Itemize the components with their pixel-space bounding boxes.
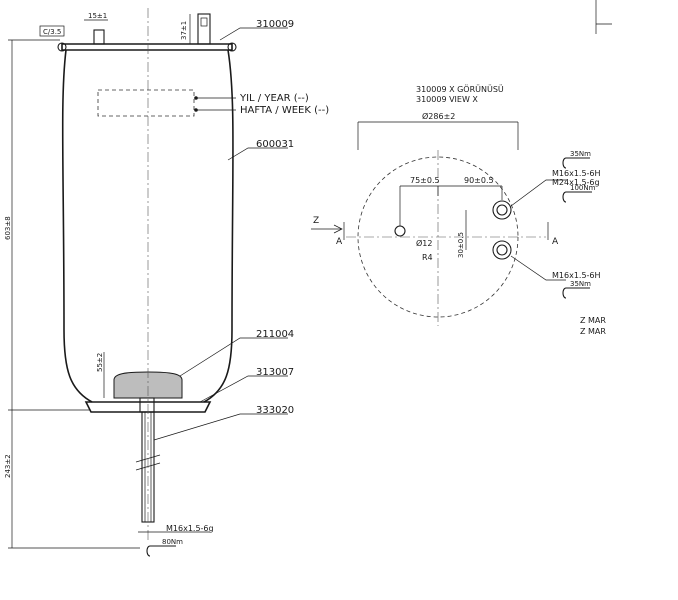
stud-thread-label: M16x1.5-6g <box>166 524 214 533</box>
view-x-dimension-lines <box>311 121 566 281</box>
diameter-label: Ø286±2 <box>422 111 455 121</box>
view-x-text: Ø286±2 75±0.5 90±0.5 30±0.5 Ø12 R4 M16x1… <box>313 111 606 336</box>
top-plate <box>57 13 237 52</box>
leader-lines <box>153 27 288 441</box>
mounting-holes <box>394 200 512 260</box>
year-label: YIL / YEAR (--) <box>239 93 309 104</box>
date-stamp-box <box>97 89 195 117</box>
z-arrow-label: Z <box>313 216 319 226</box>
torque-symbols <box>562 157 592 299</box>
side-view: 15±1 37±1 C/3.5 310009 600031 211004 313… <box>4 8 329 557</box>
dim-total-height: 603±8 <box>4 216 12 240</box>
view-x-title-tr: 310009 X GÖRÜNÜSÜ <box>416 84 504 94</box>
bellow-outline <box>61 49 234 403</box>
dimension-lines <box>8 14 210 557</box>
week-label: HAFTA / WEEK (--) <box>240 105 329 116</box>
dim-left-label: 75±0.5 <box>410 176 440 185</box>
z-mark-2: Z MAR <box>580 327 606 336</box>
dim-top-offset: 15±1 <box>88 12 107 20</box>
hole-dia-label: Ø12 <box>416 238 432 248</box>
radius-label: R4 <box>422 253 433 262</box>
frame-corner <box>595 0 612 34</box>
section-a-right: A <box>552 237 559 247</box>
dim-bumper-height: 55±2 <box>96 353 104 372</box>
view-x: 310009 X GÖRÜNÜSÜ 310009 VIEW X <box>311 84 606 336</box>
dim-lower-length: 243±2 <box>4 454 12 478</box>
z-mark-1: Z MAR <box>580 316 606 325</box>
part-number-bellow: 600031 <box>256 139 294 150</box>
torque-top-label: 35Nm <box>570 150 591 158</box>
dim-right-label: 90±0.5 <box>464 176 494 185</box>
part-number-stud: 333020 <box>256 405 294 416</box>
dim-top-height: 37±1 <box>180 21 188 40</box>
edge-label: C/3.5 <box>43 28 61 36</box>
part-number-top-plate: 310009 <box>256 19 294 30</box>
dim-vertical-label: 30±0.5 <box>457 232 465 258</box>
side-view-text: 15±1 37±1 C/3.5 310009 600031 211004 313… <box>4 12 329 546</box>
section-a-left: A <box>336 237 343 247</box>
thread-top-label: M16x1.5-6H <box>552 169 601 178</box>
part-number-bumper: 211004 <box>256 329 294 340</box>
part-number-piston: 313007 <box>256 367 294 378</box>
stud-torque-label: 80Nm <box>162 538 183 546</box>
thread-bottom-label: M16x1.5-6H <box>552 271 601 280</box>
torque-mid-label: 100Nm <box>570 184 596 192</box>
thread-top2-label: M24x1.5-6g <box>552 178 600 187</box>
view-x-title-en: 310009 VIEW X <box>416 95 478 104</box>
torque-bottom-label: 35Nm <box>570 280 591 288</box>
